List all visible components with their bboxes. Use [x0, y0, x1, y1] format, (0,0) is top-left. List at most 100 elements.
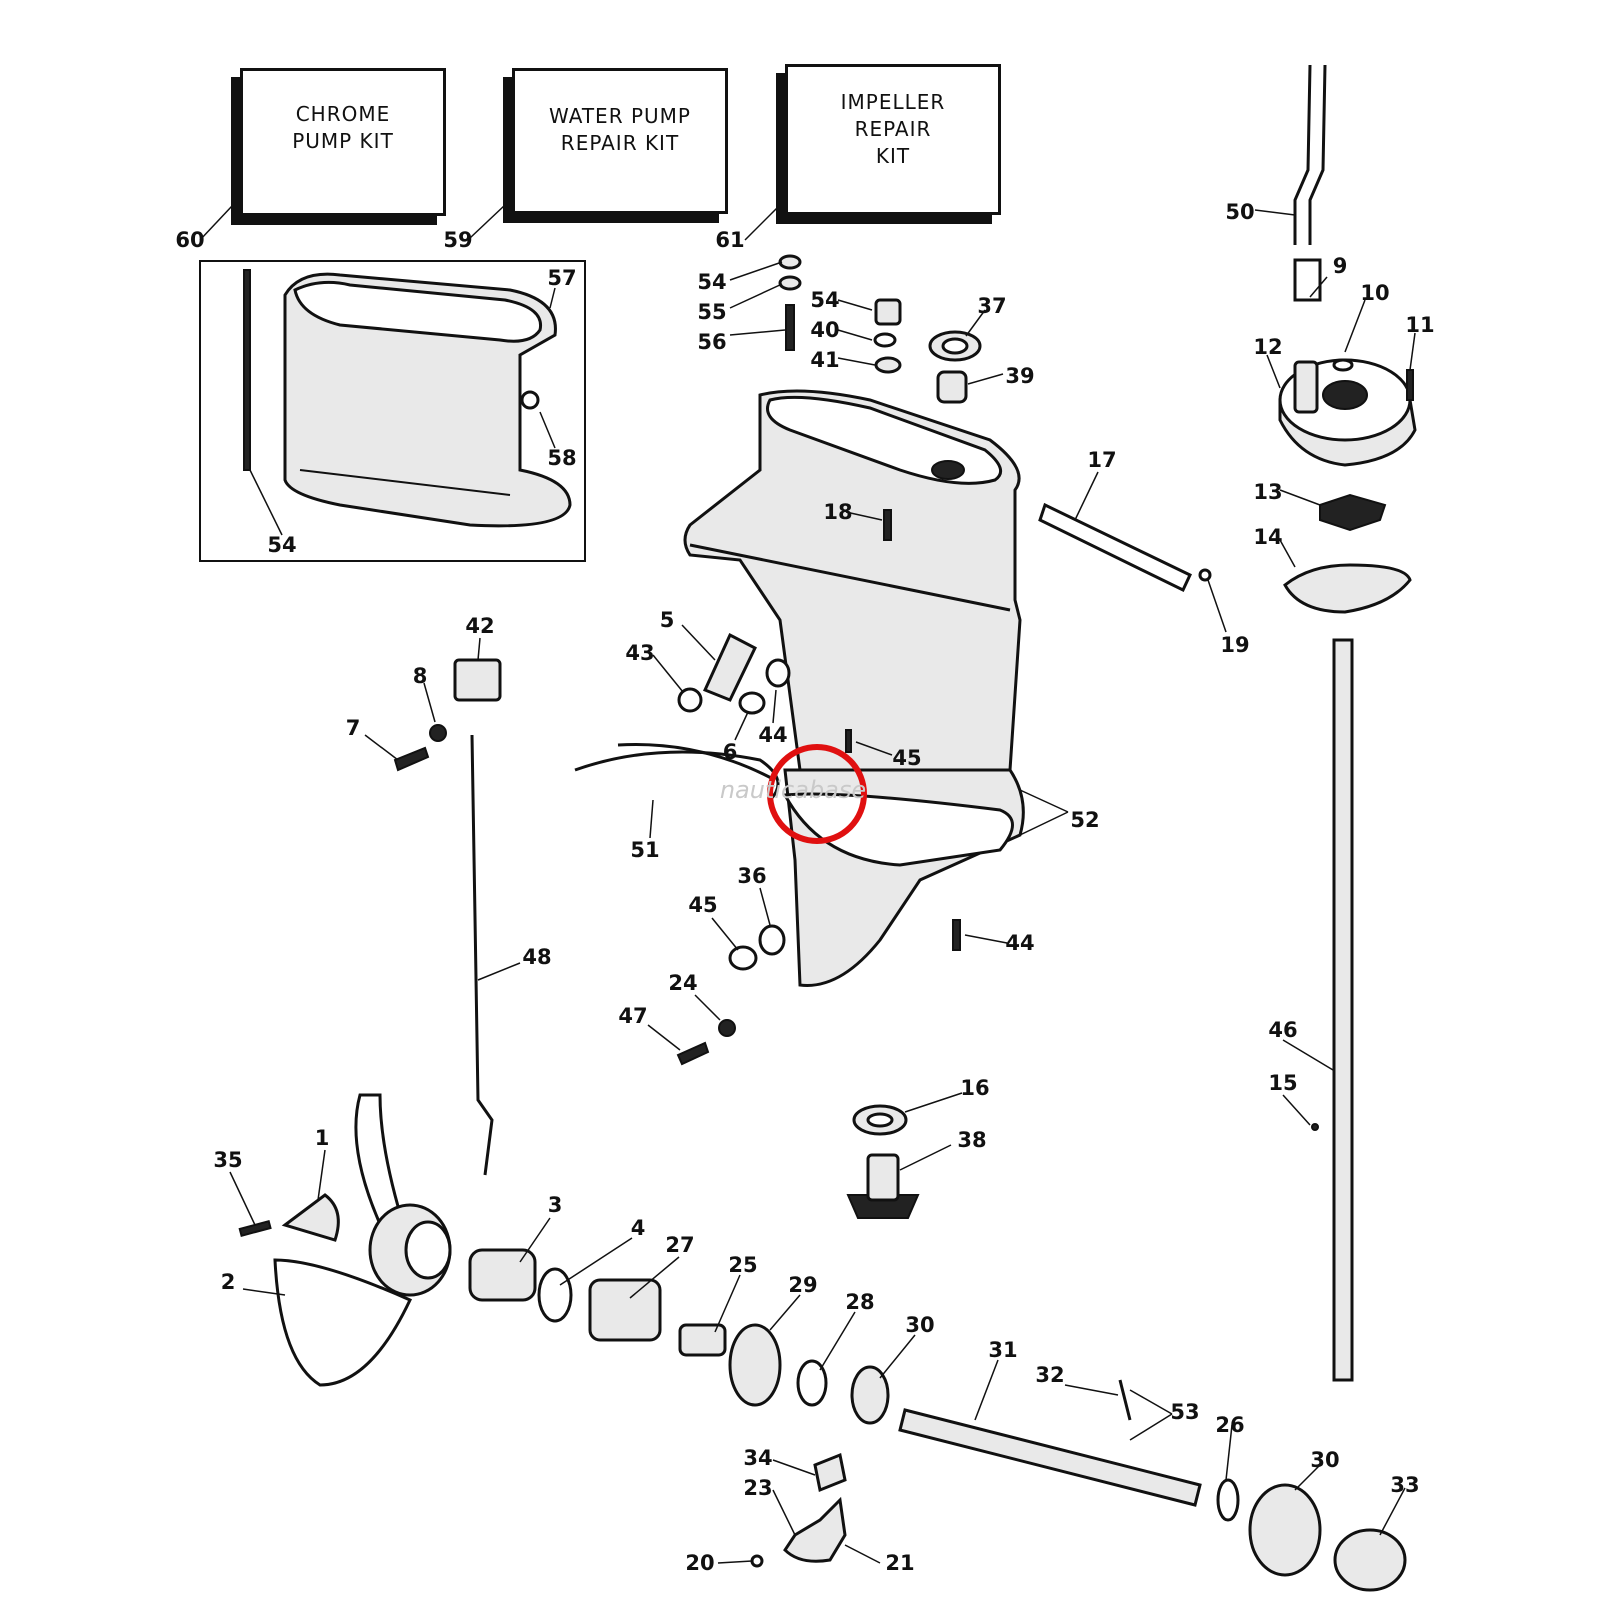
callout-label: 25 — [728, 1253, 758, 1277]
screw-46 — [676, 1041, 710, 1066]
callout-label: 45 — [688, 893, 718, 917]
kit-box-impeller-repair: IMPELLER REPAIR KIT — [785, 64, 1001, 215]
grommet-10 — [1293, 258, 1322, 302]
callout-label: 45 — [892, 746, 922, 770]
spring-53 — [1118, 1379, 1132, 1421]
gearcase-housing-part — [683, 389, 1025, 987]
kit-label: IMPELLER REPAIR KIT — [840, 90, 946, 168]
plug-42 — [677, 687, 703, 713]
callout-label: 9 — [1332, 254, 1348, 278]
nut-2 — [281, 1193, 340, 1242]
washer-30-right — [1216, 1478, 1240, 1522]
callout-label: 34 — [743, 1446, 773, 1470]
callout-label: 2 — [220, 1270, 236, 1294]
callout-label: 60 — [175, 228, 205, 252]
water-tube-9 — [1293, 64, 1312, 245]
screw-48 — [952, 919, 961, 951]
wire-52 — [574, 750, 780, 802]
callout-label: 39 — [1005, 364, 1035, 388]
callout-label: 59 — [443, 228, 473, 252]
callout-label: 21 — [885, 1551, 915, 1575]
propeller-3 — [273, 1093, 452, 1387]
pinion-gear-35 — [846, 1153, 920, 1219]
cradle-23 — [813, 1452, 847, 1493]
callout-label: 42 — [465, 614, 495, 638]
callout-label: 20 — [685, 1551, 715, 1575]
clutch-dog-31 — [850, 1365, 890, 1425]
exhaust-housing-part — [283, 272, 572, 528]
pin-16 — [1311, 1123, 1319, 1131]
callout-label: 54 — [267, 533, 297, 557]
kit-label: WATER PUMP REPAIR KIT — [549, 104, 691, 155]
callout-label: 18 — [823, 500, 853, 524]
shift-rod-24 — [470, 734, 494, 1176]
callout-label: 15 — [1268, 1071, 1298, 1095]
callout-label: 17 — [1087, 448, 1117, 472]
bushing-4 — [468, 1248, 537, 1302]
callout-label: 54 — [697, 270, 727, 294]
callout-label: 54 — [810, 288, 840, 312]
callout-label: 46 — [1268, 1018, 1298, 1042]
callout-label: 33 — [1390, 1473, 1420, 1497]
callout-label: 57 — [547, 266, 577, 290]
bearing-housing-25 — [588, 1278, 662, 1342]
callout-label: 47 — [618, 1004, 648, 1028]
propeller-shaft-32 — [898, 1408, 1202, 1507]
callout-label: 43 — [625, 641, 655, 665]
callout-label: 28 — [845, 1290, 875, 1314]
watermark: nauticabase — [719, 776, 867, 804]
screw-58-inset — [520, 390, 540, 410]
callout-label: 11 — [1405, 313, 1435, 337]
callout-label: 4 — [630, 1216, 646, 1240]
screw-44-upper — [738, 691, 766, 715]
driveshaft-15 — [1332, 638, 1354, 1382]
callout-label: 26 — [1215, 1413, 1245, 1437]
callout-label: 52 — [1070, 808, 1100, 832]
callout-label: 3 — [547, 1193, 563, 1217]
callout-label: 5 — [659, 608, 675, 632]
callout-label: 10 — [1360, 281, 1390, 305]
callout-label: 8 — [412, 664, 428, 688]
callout-label: 1 — [314, 1126, 330, 1150]
callout-label: 32 — [1035, 1363, 1065, 1387]
plate-17 — [1283, 563, 1412, 614]
callout-label: 51 — [630, 838, 660, 862]
bearing-29 — [678, 1323, 727, 1357]
callout-label: 27 — [665, 1233, 695, 1257]
nut-47 — [718, 1019, 736, 1037]
pin-18 — [1198, 568, 1212, 582]
block-8 — [453, 658, 502, 702]
callout-label: 16 — [960, 1076, 990, 1100]
callout-label: 40 — [810, 318, 840, 342]
gasket-45-upper — [765, 658, 791, 688]
highlight-circle — [767, 744, 867, 844]
callout-label: 50 — [1225, 200, 1255, 224]
gasket-45-lower — [758, 924, 786, 956]
callout-label: 38 — [957, 1128, 987, 1152]
callout-label: 19 — [1220, 633, 1250, 657]
shifter-20 — [783, 1496, 847, 1563]
callout-label: 36 — [737, 864, 767, 888]
o-ring-11 — [1332, 358, 1354, 372]
callout-label: 13 — [1253, 480, 1283, 504]
callout-label: 44 — [1005, 931, 1035, 955]
plate-19 — [1038, 502, 1192, 593]
gear-28 — [728, 1323, 782, 1407]
exhaust-housing-inset-frame — [199, 260, 586, 562]
callout-label: 30 — [905, 1313, 935, 1337]
kit-box-chrome-pump: CHROME PUMP KIT — [240, 68, 446, 216]
callout-label: 6 — [722, 740, 738, 764]
bearing-34 — [1333, 1528, 1407, 1592]
bushing-43 — [702, 632, 757, 702]
callout-label: 44 — [758, 723, 788, 747]
screw-44-lower — [728, 945, 758, 971]
o-ring-27 — [537, 1267, 573, 1323]
nut-7 — [429, 724, 447, 742]
callout-label: 7 — [345, 716, 361, 740]
callout-label: 53 — [1170, 1400, 1200, 1424]
callout-label: 12 — [1253, 335, 1283, 359]
callout-label: 31 — [988, 1338, 1018, 1362]
callout-label: 35 — [213, 1148, 243, 1172]
